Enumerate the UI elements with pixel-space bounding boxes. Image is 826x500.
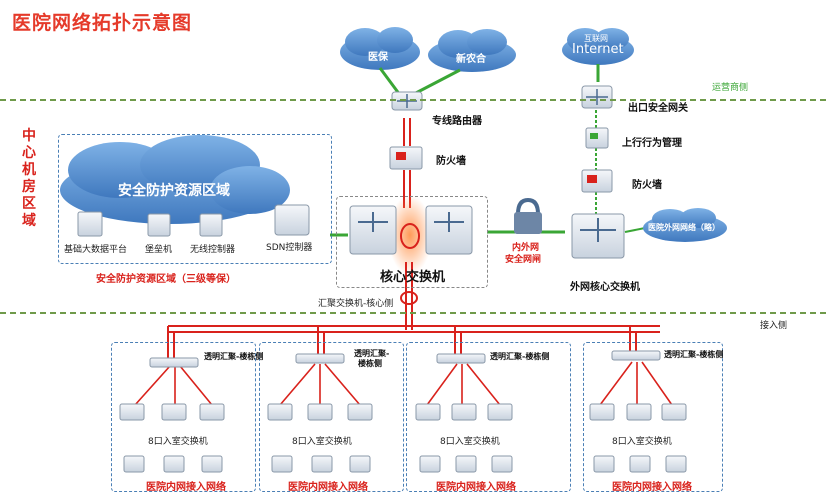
cloud-internet: [562, 28, 634, 65]
cloud-security-zone: [60, 135, 290, 224]
exit-gateway-device: [581, 85, 613, 109]
core-switch-label: 核心交换机: [380, 270, 446, 285]
cloud-xinnonghe-label: 新农合: [456, 54, 486, 65]
agg-label-2a: 透明汇聚-: [354, 349, 390, 358]
agg-core-side-label: 汇聚交换机-核心侧: [318, 299, 394, 309]
router-dedicated: [391, 91, 423, 111]
access-caption-2: 医院内网接入网络: [288, 482, 368, 493]
dedicated-router-label: 专线路由器: [432, 116, 482, 127]
security-zone-caption: 安全防护资源区域（三级等保）: [96, 274, 236, 285]
security-servers: [77, 204, 310, 237]
cloud-external-net: [643, 208, 727, 242]
cloud-internet-label-cn: 互联网: [584, 34, 608, 43]
cloud-security-zone-label: 安全防护资源区域: [118, 183, 230, 199]
zone-center-label: 中心机 房区域: [22, 128, 36, 229]
behavior-mgmt-device: [585, 127, 609, 149]
switch-label-3: 8口入室交换机: [440, 437, 500, 447]
external-core-label: 外网核心交换机: [570, 282, 640, 293]
firewall-left-device: [389, 146, 423, 170]
gate-label-1: 内外网: [512, 243, 540, 253]
core-zone-box: [336, 196, 488, 288]
cloud-xinnonghe: [428, 29, 516, 72]
fortress-label: 堡垒机: [145, 245, 173, 255]
core-switch-right: [425, 205, 473, 255]
agg-label-1: 透明汇聚-楼栋侧: [204, 352, 264, 361]
access-caption-1: 医院内网接入网络: [146, 482, 226, 493]
access-block-4: [583, 342, 723, 492]
access-block-2: [259, 342, 404, 492]
cloud-external-net-label: 医院外网网络（略）: [648, 223, 720, 232]
agg-label-2b: 楼栋侧: [358, 359, 382, 368]
security-zone-box: [58, 134, 332, 264]
exit-gateway-label: 出口安全网关: [628, 103, 688, 114]
lock-icon: [514, 197, 542, 234]
operator-divider: [0, 99, 826, 101]
zone-access-label: 接入侧: [760, 321, 788, 331]
zone-operator-label: 运营商侧: [712, 83, 749, 93]
agg-label-4: 透明汇聚-楼栋侧: [664, 350, 724, 359]
access-caption-4: 医院内网接入网络: [612, 482, 692, 493]
cloud-internet-label-en: Internet: [572, 42, 624, 57]
switch-label-4: 8口入室交换机: [612, 437, 672, 447]
cloud-yibao-label: 医保: [368, 52, 388, 63]
cloud-yibao: [340, 27, 420, 70]
agg-label-3: 透明汇聚-楼栋侧: [490, 352, 550, 361]
firewall-right-label: 防火墙: [632, 180, 662, 191]
access-divider: [0, 312, 826, 314]
access-caption-3: 医院内网接入网络: [436, 482, 516, 493]
firewall-right-device: [581, 169, 613, 193]
core-switch-left: [349, 205, 397, 255]
external-core-switch: [571, 213, 625, 259]
behavior-mgmt-label: 上行行为管理: [622, 138, 682, 149]
page-title: 医院网络拓扑示意图: [12, 12, 193, 34]
access-devices: [119, 350, 687, 473]
firewall-left-label: 防火墙: [436, 156, 466, 167]
sdn-label: SDN控制器: [266, 243, 313, 253]
switch-label-2: 8口入室交换机: [292, 437, 352, 447]
access-block-1: [111, 342, 256, 492]
switch-label-1: 8口入室交换机: [148, 437, 208, 447]
gate-label-2: 安全网闸: [505, 255, 542, 265]
bigdata-label: 基础大数据平台: [64, 245, 128, 255]
wireless-label: 无线控制器: [190, 245, 236, 255]
access-block-3: [406, 342, 571, 492]
